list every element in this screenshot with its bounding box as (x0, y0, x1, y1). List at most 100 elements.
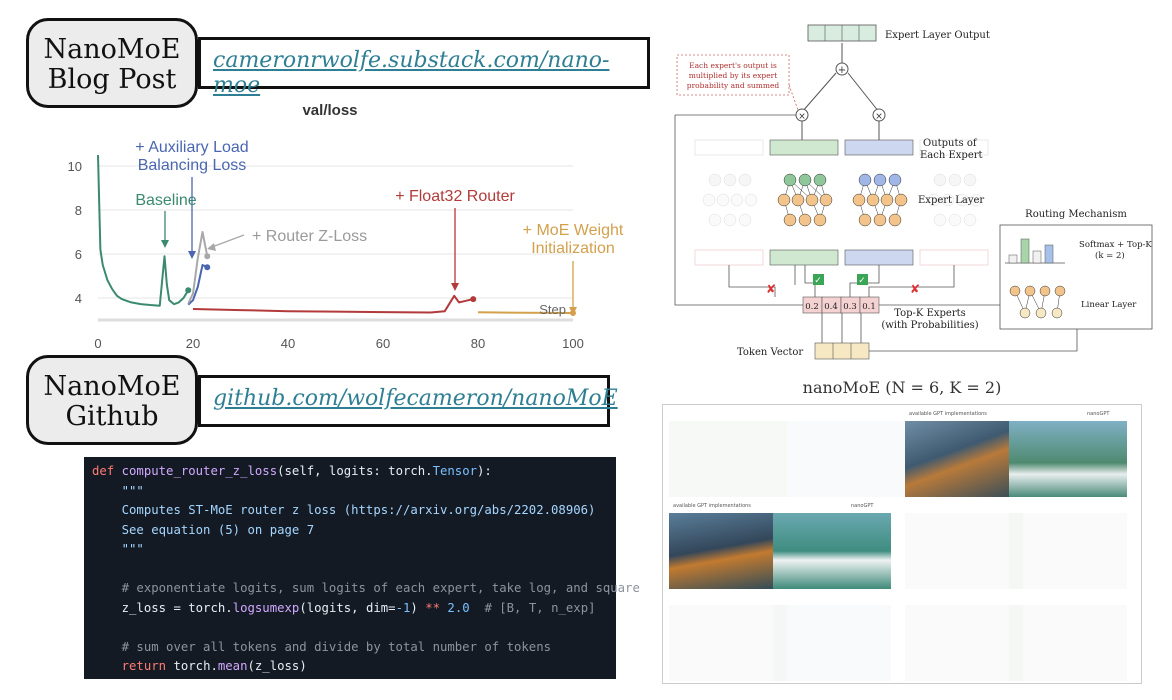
nanomoe-title: nanoMoE (N = 6, K = 2) (802, 378, 1002, 397)
init-annotation-line2: Initialization (531, 240, 615, 257)
code-docstring-1: Computes ST-MoE router z loss (https://a… (121, 503, 596, 517)
sample-r2-c2[interactable]: nanoGPT (773, 503, 891, 589)
chart-title: val/loss (302, 102, 357, 119)
sample-r2-c4 (1009, 513, 1127, 589)
check-icon-2: ✓ (858, 276, 866, 286)
selected-check-1 (813, 274, 824, 285)
series-line-4 (477, 311, 574, 314)
token-vector (814, 342, 870, 360)
series-line-3 (192, 294, 474, 314)
note-line3: probability and summed (687, 81, 780, 90)
sample-r1-c2 (787, 421, 905, 497)
aux-annotation-line1: + Auxiliary Load (135, 139, 248, 156)
prob-3: 0.1 (862, 302, 876, 312)
code-return: return (121, 659, 167, 673)
times-icon-1: × (798, 112, 806, 122)
probability-vector (802, 296, 880, 314)
x-tick-label: 40 (281, 336, 295, 350)
code-line-6 (92, 560, 616, 580)
float32-arrowhead (451, 283, 459, 291)
code-exponent: 2.0 (440, 600, 470, 615)
sample-r2-c3 (905, 513, 1023, 589)
sample-r3-c3 (905, 605, 1023, 681)
zloss-arrow (211, 234, 245, 248)
sample-caption-1: available GPT implementations (909, 411, 987, 417)
routing-label: Routing Mechanism (1025, 209, 1127, 220)
github-label-line1: NanoMoE (43, 371, 181, 402)
x-tick-label: 60 (376, 336, 390, 350)
code-docstring-close: """ (121, 542, 144, 556)
y-tick-label: 8 (75, 203, 82, 218)
series-line-0 (97, 154, 190, 307)
series-line-1 (187, 264, 208, 306)
aux-arrowhead (188, 251, 196, 259)
blog-label-line1: NanoMoE (43, 34, 181, 65)
sample-r1-c4[interactable]: nanoGPT (1009, 411, 1127, 497)
code-line-4: See equation (5) on page 7 (92, 521, 616, 541)
topk-label-line1: Top-K Experts (894, 308, 966, 319)
blog-url-link[interactable]: cameronrwolfe.substack.com/nano-moe (213, 48, 610, 98)
sum-node (835, 62, 849, 76)
baseline-annotation: Baseline (135, 192, 196, 209)
code-logits-arg: (logits, dim= (299, 600, 396, 615)
prob-2: 0.3 (843, 302, 857, 312)
blog-label-line2: Blog Post (47, 64, 177, 95)
github-url-link[interactable]: github.com/wolfecameron/nanoMoE (213, 386, 618, 411)
code-block: def compute_router_z_loss(self, logits: … (84, 457, 640, 679)
expert-network-1 (702, 173, 758, 227)
blog-url-box[interactable]: cameronrwolfe.substack.com/nano-moe (198, 37, 650, 98)
float32-annotation: + Float32 Router (395, 188, 515, 205)
code-docstring-2: See equation (5) on page 7 (121, 522, 315, 537)
sample-r1-c3[interactable]: available GPT implementations (905, 411, 1023, 497)
moe-diagram: Expert Layer Output + × × Each expert's … (674, 24, 1153, 360)
sample-caption-2: available GPT implementations (673, 503, 751, 509)
code-mean-arg: (z_loss) (247, 659, 307, 673)
expert-output-label: Expert Layer Output (885, 30, 990, 41)
code-args: (self, logits: torch. (277, 464, 433, 478)
prob-0: 0.2 (805, 302, 819, 312)
rejected-x-1: ✘ (766, 282, 776, 296)
code-line-2: """ (92, 482, 616, 502)
softmax-label-line1: Softmax + Top-K (1079, 240, 1152, 250)
code-comment-2: # sum over all tokens and divide by tota… (121, 639, 552, 654)
sample-r3-c4 (1009, 605, 1127, 681)
token-vector-label: Token Vector (737, 347, 803, 358)
series-endpoint-2 (204, 253, 211, 260)
aux-annotation-line2: Balancing Loss (138, 157, 247, 174)
expert-network-3 (852, 173, 908, 227)
github-label-line2: Github (65, 401, 159, 432)
code-line-3: Computes ST-MoE router z loss (https://a… (92, 501, 616, 521)
x-tick-label: 100 (562, 336, 584, 350)
step-label: Step (539, 302, 566, 317)
series-endpoint-3 (470, 296, 477, 303)
linear-layer-network (1009, 285, 1066, 319)
code-line-5: """ (92, 540, 616, 560)
code-torch: torch. (166, 659, 218, 673)
selected-check-2 (857, 274, 868, 285)
github-label: NanoMoE Github (26, 355, 198, 445)
note-line1: Each expert's output is (689, 61, 777, 70)
chart-series (97, 154, 576, 316)
init-annotation-line1: + MoE Weight (523, 222, 624, 239)
softmax-bars (1005, 238, 1065, 264)
expert-inputs-row (694, 249, 989, 266)
expert-network-4 (927, 173, 983, 227)
code-comment-1: # exponentiate logits, sum logits of eac… (121, 581, 640, 595)
generated-samples-grid: available GPT implementations nanoGPT av… (662, 404, 1142, 684)
y-tick-label: 10 (68, 159, 82, 174)
code-zloss-assign: z_loss = torch. (121, 600, 233, 615)
expert-outputs-row (694, 139, 989, 156)
chart-grid (98, 165, 573, 322)
sample-logo-1: nanoGPT (1087, 411, 1110, 417)
code-fn: compute_router_z_loss (121, 464, 278, 478)
series-line-2 (187, 231, 209, 304)
y-tick-label: 4 (75, 291, 82, 306)
rejected-x-2: ✘ (910, 282, 920, 296)
zloss-arrowhead (207, 243, 216, 251)
github-url-box[interactable]: github.com/wolfecameron/nanoMoE (198, 375, 618, 427)
sample-r1-c1 (669, 421, 787, 497)
sample-r2-c1[interactable]: available GPT implementations (669, 503, 787, 589)
check-icon-1: ✓ (814, 276, 822, 286)
blog-post-label: NanoMoE Blog Post (26, 18, 198, 108)
